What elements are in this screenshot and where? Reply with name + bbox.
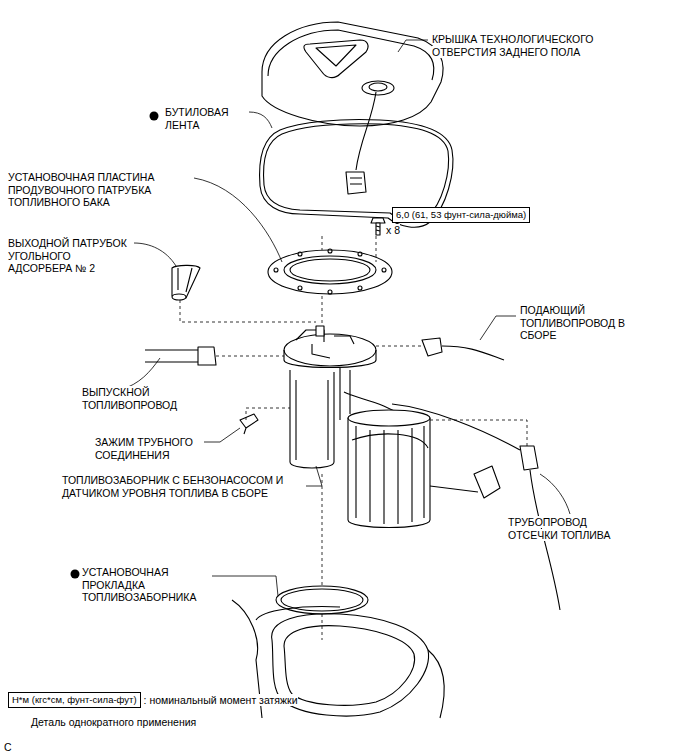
part-label: x 8 bbox=[386, 224, 416, 237]
part-label-text: ВЫХОДНОЙ ПАТРУБОК УГОЛЬНОГО АДСОРБЕРА № … bbox=[8, 237, 127, 274]
part-label: ЗАЖИМ ТРУБНОГО СОЕДИНЕНИЯ bbox=[95, 436, 217, 461]
part-label: ТРУБОПРОВОД ОТСЕЧКИ ТОПЛИВА bbox=[508, 516, 632, 541]
part-label-text: ВЫПУСКНОЙ ТОПЛИВОПРОВОД bbox=[82, 386, 177, 411]
part-label: ПОДАЮЩИЙ ТОПЛИВОПРОВОД В СБОРЕ bbox=[520, 304, 632, 342]
part-label: C bbox=[4, 741, 24, 754]
quantity-label: x 8 bbox=[386, 224, 400, 236]
part-label: ТОПЛИВОЗАБОРНИК С БЕНЗОНАСОСОМ И ДАТЧИКО… bbox=[62, 474, 306, 499]
part-label-text: КРЫШКА ТЕХНОЛОГИЧЕСКОГО ОТВЕРСТИЯ ЗАДНЕГ… bbox=[432, 33, 593, 58]
part-label: ВЫПУСКНОЙ ТОПЛИВОПРОВОД bbox=[82, 386, 186, 411]
part-label-text: ТОПЛИВОЗАБОРНИК С БЕНЗОНАСОСОМ И ДАТЧИКО… bbox=[62, 474, 283, 499]
part-label-text: УСТАНОВОЧНАЯ ПЛАСТИНА ПРОДУВОЧНОГО ПАТРУ… bbox=[8, 171, 154, 208]
legend-item: : номинальный момент затяжки bbox=[144, 694, 298, 706]
part-label-text: БУТИЛОВАЯ ЛЕНТА bbox=[165, 106, 229, 131]
part-label: УСТАНОВОЧНАЯ ПЛАСТИНА ПРОДУВОЧНОГО ПАТРУ… bbox=[8, 171, 194, 209]
node-text: Н*м (кгс*см, фунт-сила-фут) bbox=[12, 694, 137, 705]
part-label: БУТИЛОВАЯ ЛЕНТА bbox=[165, 106, 247, 131]
part-label-text: УСТАНОВОЧНАЯ ПРОКЛАДКА ТОПЛИВОЗАБОРНИКА bbox=[82, 566, 196, 603]
page-code: C bbox=[4, 741, 12, 753]
part-label: УСТАНОВОЧНАЯ ПРОКЛАДКА ТОПЛИВОЗАБОРНИКА bbox=[82, 566, 212, 604]
part-label-text: ТРУБОПРОВОД ОТСЕЧКИ ТОПЛИВА bbox=[508, 516, 611, 541]
legend-text: : номинальный момент затяжки bbox=[144, 694, 298, 706]
single-use-dot bbox=[8, 719, 17, 728]
legend-item: Деталь однократного применения bbox=[8, 716, 196, 728]
part-label: КРЫШКА ТЕХНОЛОГИЧЕСКОГО ОТВЕРСТИЯ ЗАДНЕГ… bbox=[432, 33, 612, 58]
torque-unit-box: Н*м (кгс*см, фунт-сила-фут) bbox=[8, 692, 141, 708]
torque-box: 6,0 (61, 53 фунт-сила-дюйма) bbox=[392, 207, 530, 223]
node-text: 6,0 (61, 53 фунт-сила-дюйма) bbox=[396, 209, 526, 220]
part-label-text: ЗАЖИМ ТРУБНОГО СОЕДИНЕНИЯ bbox=[95, 436, 193, 461]
part-label: ВЫХОДНОЙ ПАТРУБОК УГОЛЬНОГО АДСОРБЕРА № … bbox=[8, 237, 136, 275]
part-label-text: ПОДАЮЩИЙ ТОПЛИВОПРОВОД В СБОРЕ bbox=[520, 304, 625, 341]
legend-text: Деталь однократного применения bbox=[31, 716, 196, 728]
